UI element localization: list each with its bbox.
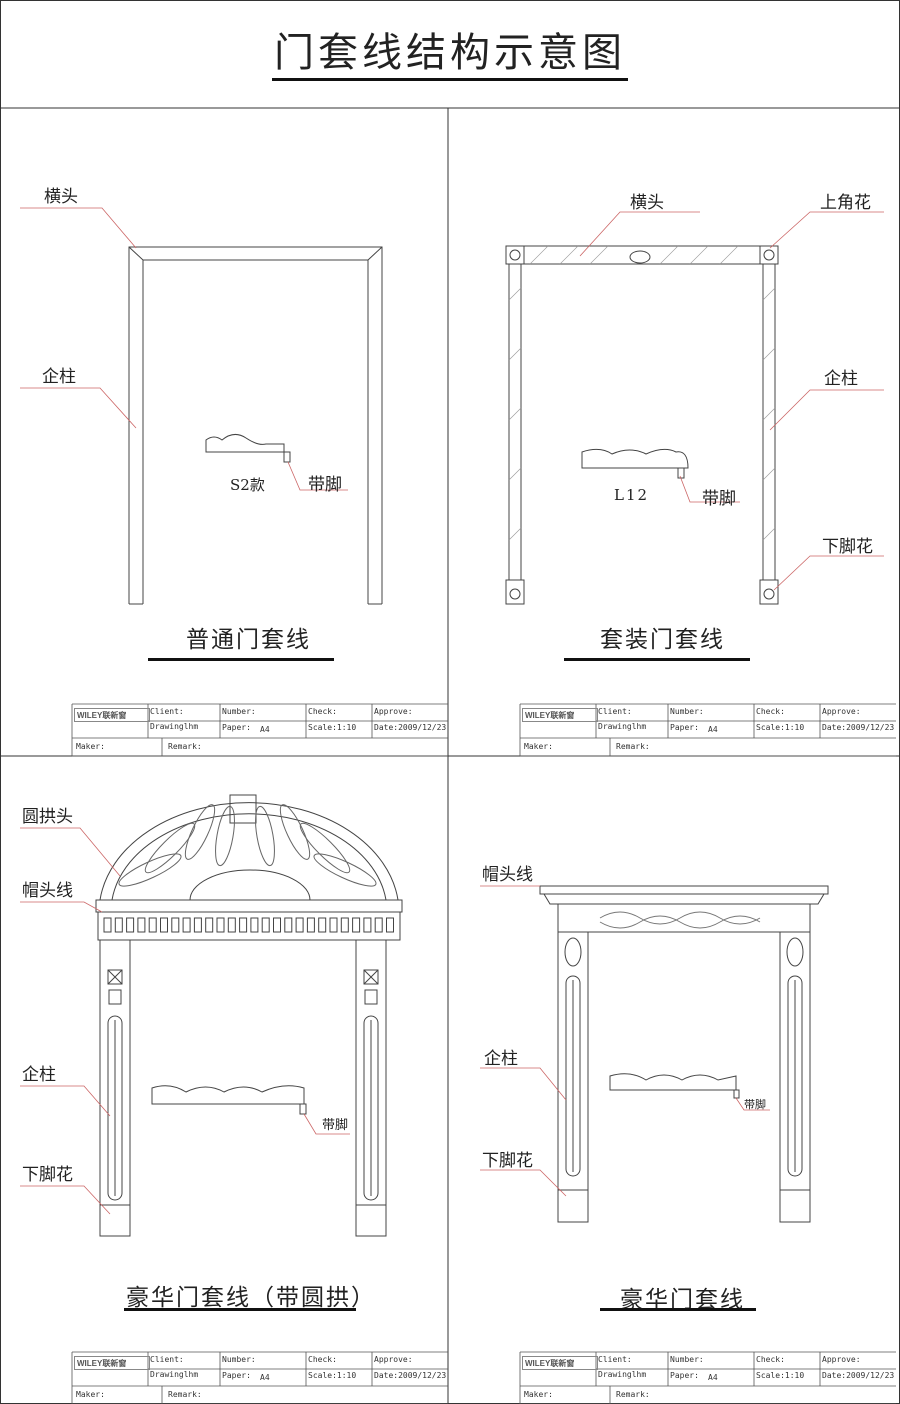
logo: WILEY联新窗 xyxy=(74,708,150,722)
client-label: Client: xyxy=(598,1355,632,1364)
maker-label: Maker: xyxy=(524,1390,553,1399)
label-foot: 带脚 xyxy=(702,489,736,509)
label-post: 企柱 xyxy=(42,367,76,387)
client-label: Client: xyxy=(150,1355,184,1364)
approve-label: Approve: xyxy=(374,1355,413,1364)
paper-label: Paper: xyxy=(670,723,699,732)
label-crosshead: 横头 xyxy=(630,193,664,213)
label-post: 企柱 xyxy=(484,1049,518,1069)
label-cap: 帽头线 xyxy=(22,881,73,901)
scale-label: Scale:1:10 xyxy=(756,723,805,732)
approve-label: Approve: xyxy=(374,707,413,716)
profile-model: S2款 xyxy=(230,476,265,494)
check-label: Check: xyxy=(756,707,785,716)
remark-label: Remark: xyxy=(168,742,202,751)
check-label: Check: xyxy=(756,1355,785,1364)
title-underline xyxy=(272,78,628,81)
simple-casing xyxy=(20,207,383,605)
label-post: 企柱 xyxy=(824,369,858,389)
logo: WILEY联新窗 xyxy=(522,708,598,722)
drawing-label: Drawinglhm xyxy=(150,722,199,731)
profile-model: L12 xyxy=(614,486,650,504)
label-foot: 带脚 xyxy=(322,1118,349,1133)
paper-value: A4 xyxy=(260,1373,270,1382)
suite-casing xyxy=(505,211,884,605)
label-post: 企柱 xyxy=(22,1065,56,1085)
check-label: Check: xyxy=(308,1355,337,1364)
client-label: Client: xyxy=(150,707,184,716)
paper-value: A4 xyxy=(708,1373,718,1382)
logo: WILEY联新窗 xyxy=(74,1356,150,1370)
remark-label: Remark: xyxy=(616,1390,650,1399)
caption-underline xyxy=(148,658,334,661)
scale-label: Scale:1:10 xyxy=(308,723,357,732)
maker-label: Maker: xyxy=(76,742,105,751)
caption: 豪华门套线（带圆拱） xyxy=(126,1285,376,1311)
date-label: Date:2009/12/23 xyxy=(822,723,895,732)
paper-value: A4 xyxy=(708,725,718,734)
label-cap: 帽头线 xyxy=(482,865,533,885)
label-arch: 圆拱头 xyxy=(22,807,73,827)
paper-label: Paper: xyxy=(670,1371,699,1380)
caption-underline xyxy=(600,1308,756,1311)
approve-label: Approve: xyxy=(822,1355,861,1364)
paper-value: A4 xyxy=(260,725,270,734)
paper-label: Paper: xyxy=(222,1371,251,1380)
number-label: Number: xyxy=(670,707,704,716)
label-foot: 带脚 xyxy=(744,1098,766,1111)
remark-label: Remark: xyxy=(616,742,650,751)
page-title: 门套线结构示意图 xyxy=(274,30,626,76)
check-label: Check: xyxy=(308,707,337,716)
drawing-label: Drawinglhm xyxy=(150,1370,199,1379)
client-label: Client: xyxy=(598,707,632,716)
drawing-label: Drawinglhm xyxy=(598,722,647,731)
paper-label: Paper: xyxy=(222,723,251,732)
caption-underline xyxy=(124,1308,356,1311)
arched-casing xyxy=(20,794,403,1237)
date-label: Date:2009/12/23 xyxy=(374,1371,447,1380)
approve-label: Approve: xyxy=(822,707,861,716)
label-foot: 带脚 xyxy=(308,475,342,495)
caption: 套装门套线 xyxy=(600,627,725,653)
maker-label: Maker: xyxy=(524,742,553,751)
drawing-label: Drawinglhm xyxy=(598,1370,647,1379)
label-corner: 上角花 xyxy=(820,193,871,213)
label-crosshead: 横头 xyxy=(44,187,78,207)
label-bottom: 下脚花 xyxy=(482,1151,533,1171)
number-label: Number: xyxy=(222,707,256,716)
luxury-casing xyxy=(480,885,829,1223)
logo: WILEY联新窗 xyxy=(522,1356,598,1370)
caption-underline xyxy=(564,658,750,661)
label-bottom: 下脚花 xyxy=(822,537,873,557)
remark-label: Remark: xyxy=(168,1390,202,1399)
maker-label: Maker: xyxy=(76,1390,105,1399)
date-label: Date:2009/12/23 xyxy=(822,1371,895,1380)
caption: 普通门套线 xyxy=(186,627,311,653)
scale-label: Scale:1:10 xyxy=(308,1371,357,1380)
scale-label: Scale:1:10 xyxy=(756,1371,805,1380)
number-label: Number: xyxy=(222,1355,256,1364)
label-bottom: 下脚花 xyxy=(22,1165,73,1185)
date-label: Date:2009/12/23 xyxy=(374,723,447,732)
number-label: Number: xyxy=(670,1355,704,1364)
